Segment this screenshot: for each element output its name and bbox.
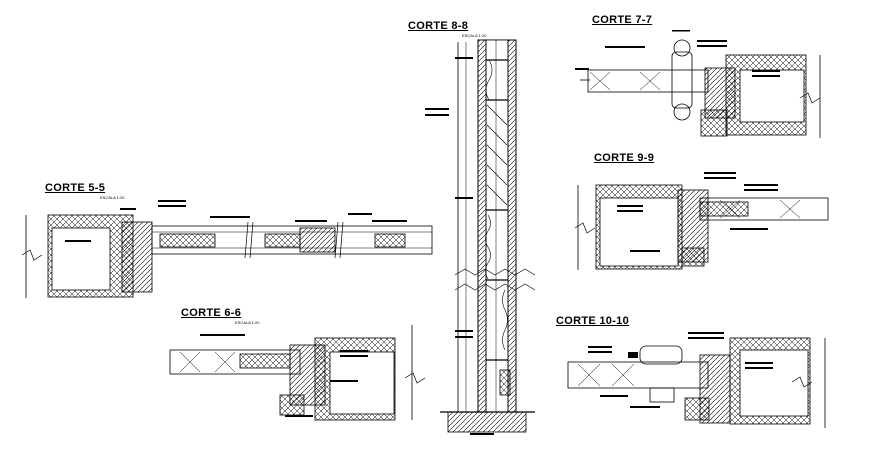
section-title-6-6: CORTE 6-6	[181, 307, 242, 319]
section-5-5-drawing	[21, 200, 433, 298]
section-7-7-drawing	[575, 30, 821, 138]
section-title-5-5: CORTE 5-5	[45, 182, 106, 194]
section-title-8-8: CORTE 8-8	[408, 20, 469, 32]
section-scale-5-5: ESCALA 1:20	[100, 195, 125, 200]
section-scale-6-6: ESCALA 1:20	[235, 320, 260, 325]
section-8-8-drawing	[425, 39, 536, 435]
section-title-10-10: CORTE 10-10	[556, 315, 629, 327]
section-6-6-drawing	[169, 325, 426, 421]
section-scale-8-8: ESCALA 1:20	[462, 33, 487, 38]
section-10-10-drawing	[567, 332, 826, 428]
section-9-9-drawing	[574, 172, 829, 270]
section-title-7-7: CORTE 7-7	[592, 14, 653, 26]
section-title-9-9: CORTE 9-9	[594, 152, 655, 164]
